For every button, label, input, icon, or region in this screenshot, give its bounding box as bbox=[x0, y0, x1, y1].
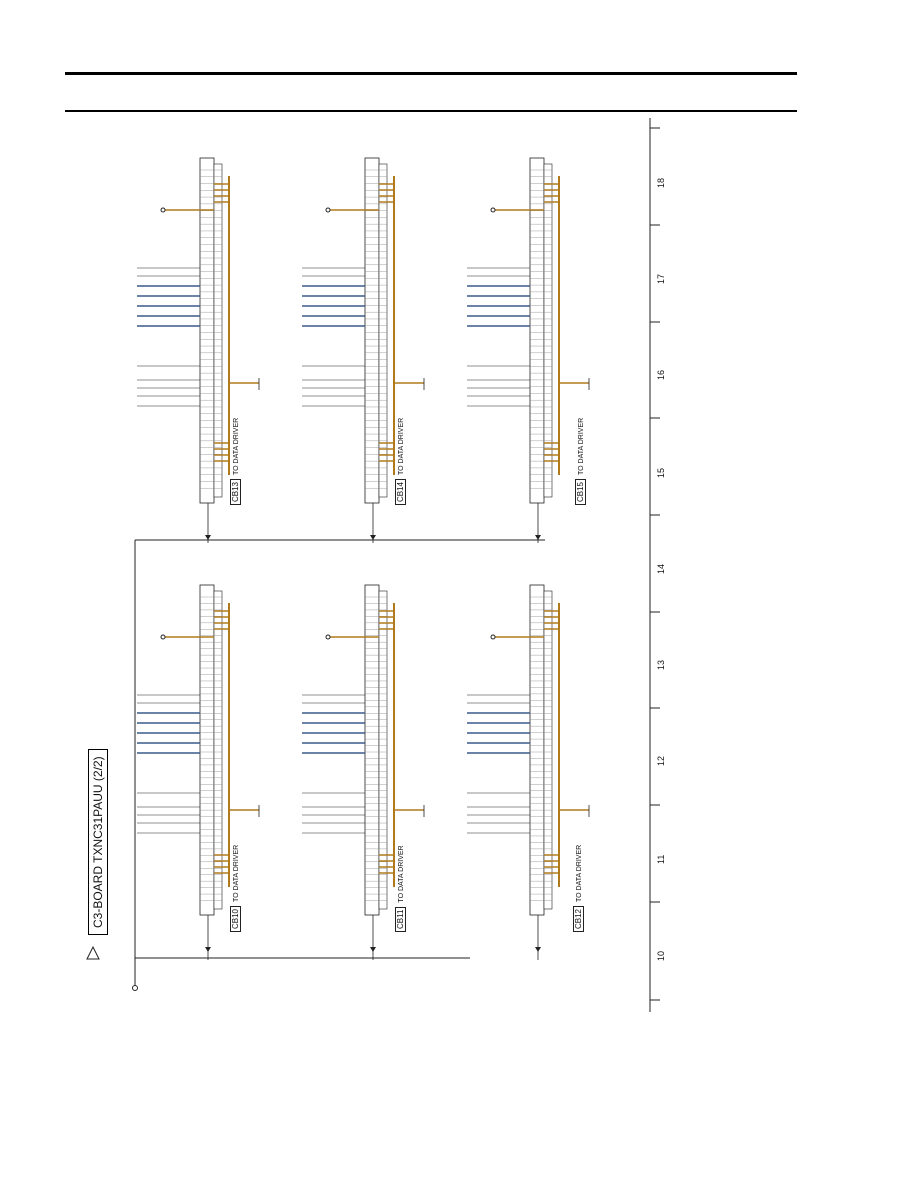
terminal-circle bbox=[490, 207, 496, 213]
terminal-circle bbox=[132, 985, 138, 991]
arrow-icon bbox=[535, 535, 541, 540]
arrow-icon bbox=[535, 947, 541, 952]
scale-number: 18 bbox=[656, 177, 666, 188]
scale-number: 14 bbox=[656, 563, 666, 574]
scale-number: 15 bbox=[656, 467, 666, 478]
connector-id: CB14 bbox=[395, 478, 406, 505]
connector-subtitle: TO DATA DRIVER bbox=[398, 845, 405, 903]
connector-body-inner bbox=[378, 163, 388, 498]
connector-body bbox=[199, 584, 215, 916]
connector-label: CB14 TO DATA DRIVER bbox=[395, 417, 406, 505]
connector-body-inner bbox=[378, 590, 388, 910]
terminal-circle bbox=[160, 634, 166, 640]
connector-label: CB15 TO DATA DRIVER bbox=[575, 417, 586, 505]
connector-subtitle: TO DATA DRIVER bbox=[233, 844, 240, 902]
terminal-circle bbox=[160, 207, 166, 213]
top-rule bbox=[65, 72, 797, 75]
warning-triangle-icon bbox=[86, 946, 100, 960]
connector-id: CB12 bbox=[573, 905, 584, 932]
connector-id: CB10 bbox=[230, 905, 241, 932]
connector-body-inner bbox=[543, 590, 553, 910]
connector-id: CB13 bbox=[230, 478, 241, 505]
terminal-circle bbox=[490, 634, 496, 640]
connector-subtitle: TO DATA DRIVER bbox=[398, 417, 405, 475]
connector-label: CB13 TO DATA DRIVER bbox=[230, 417, 241, 505]
scale-number: 12 bbox=[656, 755, 666, 766]
scale-number: 10 bbox=[656, 950, 666, 961]
schematic-title: C3-BOARD TXNC31PAUU (2/2) bbox=[88, 749, 108, 935]
connector-body bbox=[364, 584, 380, 916]
connector-body-inner bbox=[213, 163, 223, 498]
scale-number: 11 bbox=[656, 854, 666, 864]
scale-number: 17 bbox=[656, 273, 666, 284]
terminal-circle bbox=[325, 207, 331, 213]
arrow-icon bbox=[370, 947, 376, 952]
connector-body-inner bbox=[213, 590, 223, 910]
connector-label: CB12 TO DATA DRIVER bbox=[573, 844, 584, 932]
scale-number: 16 bbox=[656, 369, 666, 380]
terminal-circle bbox=[325, 634, 331, 640]
connector-body bbox=[529, 584, 545, 916]
connector-label: CB11 TO DATA DRIVER bbox=[395, 845, 406, 932]
connector-body-inner bbox=[543, 163, 553, 498]
scale-number: 13 bbox=[656, 659, 666, 670]
connector-id: CB15 bbox=[575, 478, 586, 505]
header-rule bbox=[65, 110, 797, 112]
arrow-icon bbox=[205, 535, 211, 540]
arrow-icon bbox=[370, 535, 376, 540]
connector-subtitle: TO DATA DRIVER bbox=[576, 844, 583, 902]
connector-subtitle: TO DATA DRIVER bbox=[578, 417, 585, 475]
arrow-icon bbox=[205, 947, 211, 952]
connector-label: CB10 TO DATA DRIVER bbox=[230, 844, 241, 932]
connector-subtitle: TO DATA DRIVER bbox=[233, 417, 240, 475]
connector-id: CB11 bbox=[395, 906, 406, 932]
